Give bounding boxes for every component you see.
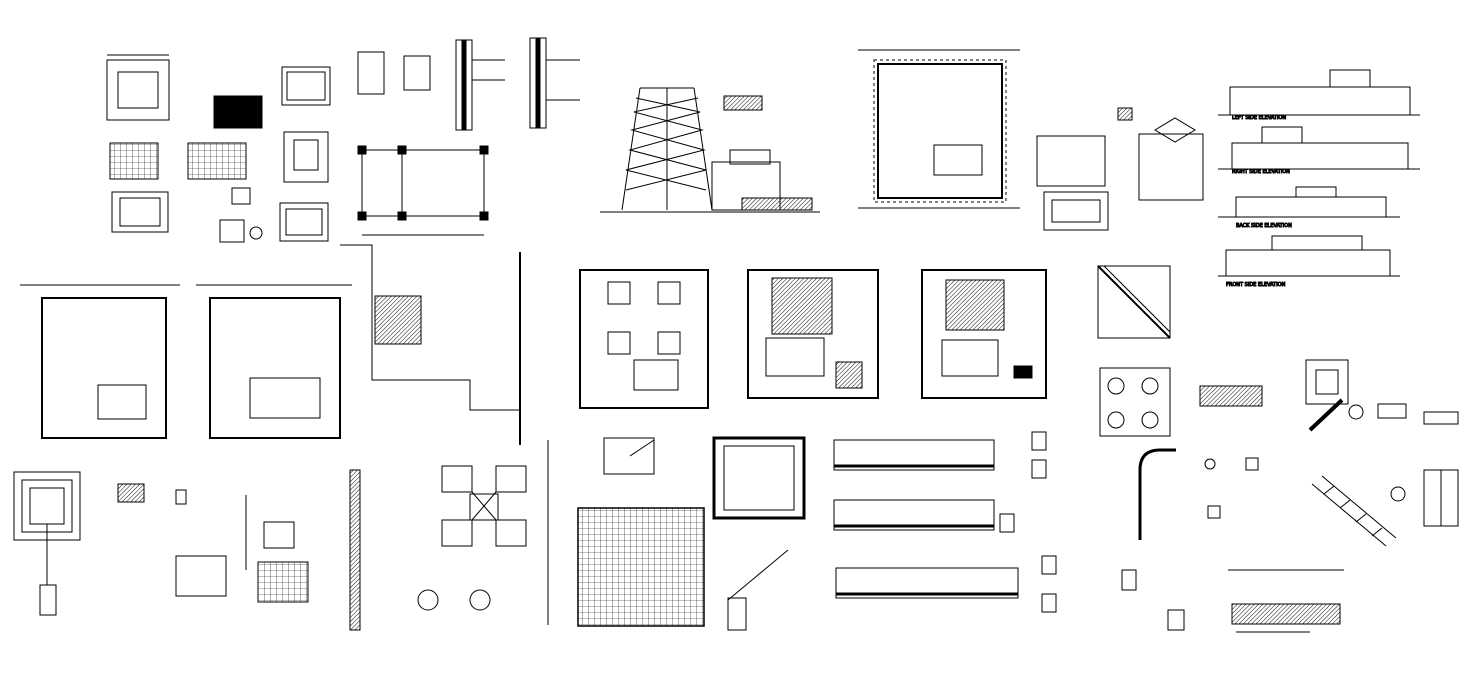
front-side-elevation-label: FRONT SIDE ELEVATION — [1226, 282, 1286, 288]
bottom-details — [13, 404, 1459, 633]
foundation-details-right — [1099, 359, 1459, 437]
detail-cluster-right — [1036, 107, 1204, 231]
back-side-elevation-label: BACK SIDE ELEVATION — [1236, 223, 1292, 229]
frame-plan-small — [357, 145, 489, 236]
floor-plans-middle — [20, 244, 1171, 445]
column-sections — [357, 37, 580, 131]
detail-cluster-top-left — [106, 54, 331, 243]
right-side-elevation-label: RIGHT SIDE ELEVATION — [1232, 169, 1290, 175]
room-plan-top — [858, 49, 1020, 209]
tower-elevation — [600, 87, 820, 213]
left-side-elevation-label: LEFT SIDE ELEVATION — [1232, 115, 1286, 121]
building-elevations: LEFT SIDE ELEVATION RIGHT SIDE ELEVATION… — [1218, 69, 1420, 289]
